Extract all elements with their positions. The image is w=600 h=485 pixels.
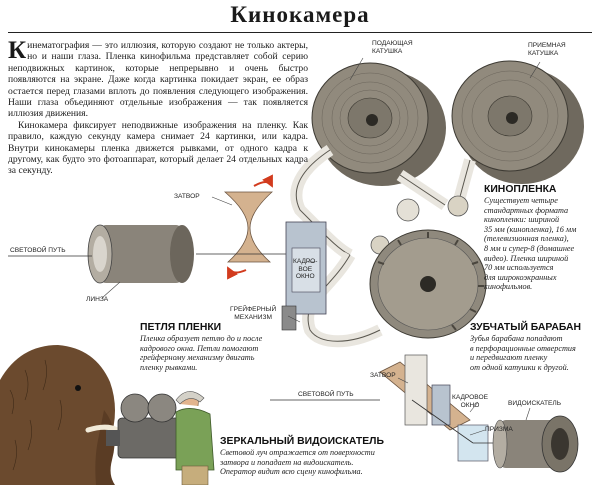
intro-paragraph-2: Кинокамера фиксирует неподвижные изображ…: [8, 119, 308, 177]
mammoth-illustration: [0, 345, 133, 485]
label-frame-window-2: Кадровоеокно: [452, 394, 489, 409]
label-claw-mechanism: Грейферныймеханизм: [230, 306, 277, 321]
shutter: [223, 174, 274, 280]
label-feed-reel: Подающаякатушка: [372, 40, 413, 55]
takeup-reel: [451, 60, 584, 184]
mirror-assembly: [379, 354, 520, 462]
label-light-path-2: Световой путь: [298, 391, 354, 398]
callout-sprocket: Зубчатый барабан Зубья барабана попадают…: [470, 322, 598, 372]
viewfinder: [492, 415, 579, 473]
label-shutter-2: Затвор: [370, 372, 396, 379]
label-light-path: Световой путь: [10, 247, 66, 254]
callout-sprocket-title: Зубчатый барабан: [470, 322, 581, 333]
feed-reel: [311, 62, 446, 186]
lens: [87, 224, 194, 284]
light-path-arrow: [8, 253, 380, 401]
intro-paragraph-1-text: инематография — это иллюзия, которую соз…: [8, 40, 308, 120]
callout-loop: Петля пленки Пленка образует петлю до и …: [140, 322, 290, 372]
callout-film-title: Кинопленка: [484, 184, 557, 195]
label-viewfinder: Видоискатель: [508, 400, 562, 407]
callout-mirror-viewfinder: Зеркальный видоискатель Световой луч отр…: [220, 436, 420, 477]
label-lens: Линза: [86, 296, 109, 303]
label-prism: Призма: [485, 426, 513, 433]
callout-mirror-title: Зеркальный видоискатель: [220, 436, 384, 447]
camera-operator-illustration: [106, 391, 215, 485]
film-gate: [281, 221, 327, 331]
label-frame-window: Кадро-воеокно: [293, 258, 318, 281]
callout-loop-title: Петля пленки: [140, 322, 222, 333]
label-shutter: Затвор: [174, 193, 200, 200]
label-leader-lines: [101, 57, 541, 436]
sprocket-drum: [369, 229, 487, 339]
page-title: Кинокамера: [230, 2, 370, 27]
callout-film: Кинопленка Существует четырестандартных …: [484, 184, 596, 292]
label-takeup-reel: Приемнаякатушка: [528, 42, 566, 57]
title-divider: [8, 32, 592, 33]
drop-cap: К: [8, 37, 27, 64]
